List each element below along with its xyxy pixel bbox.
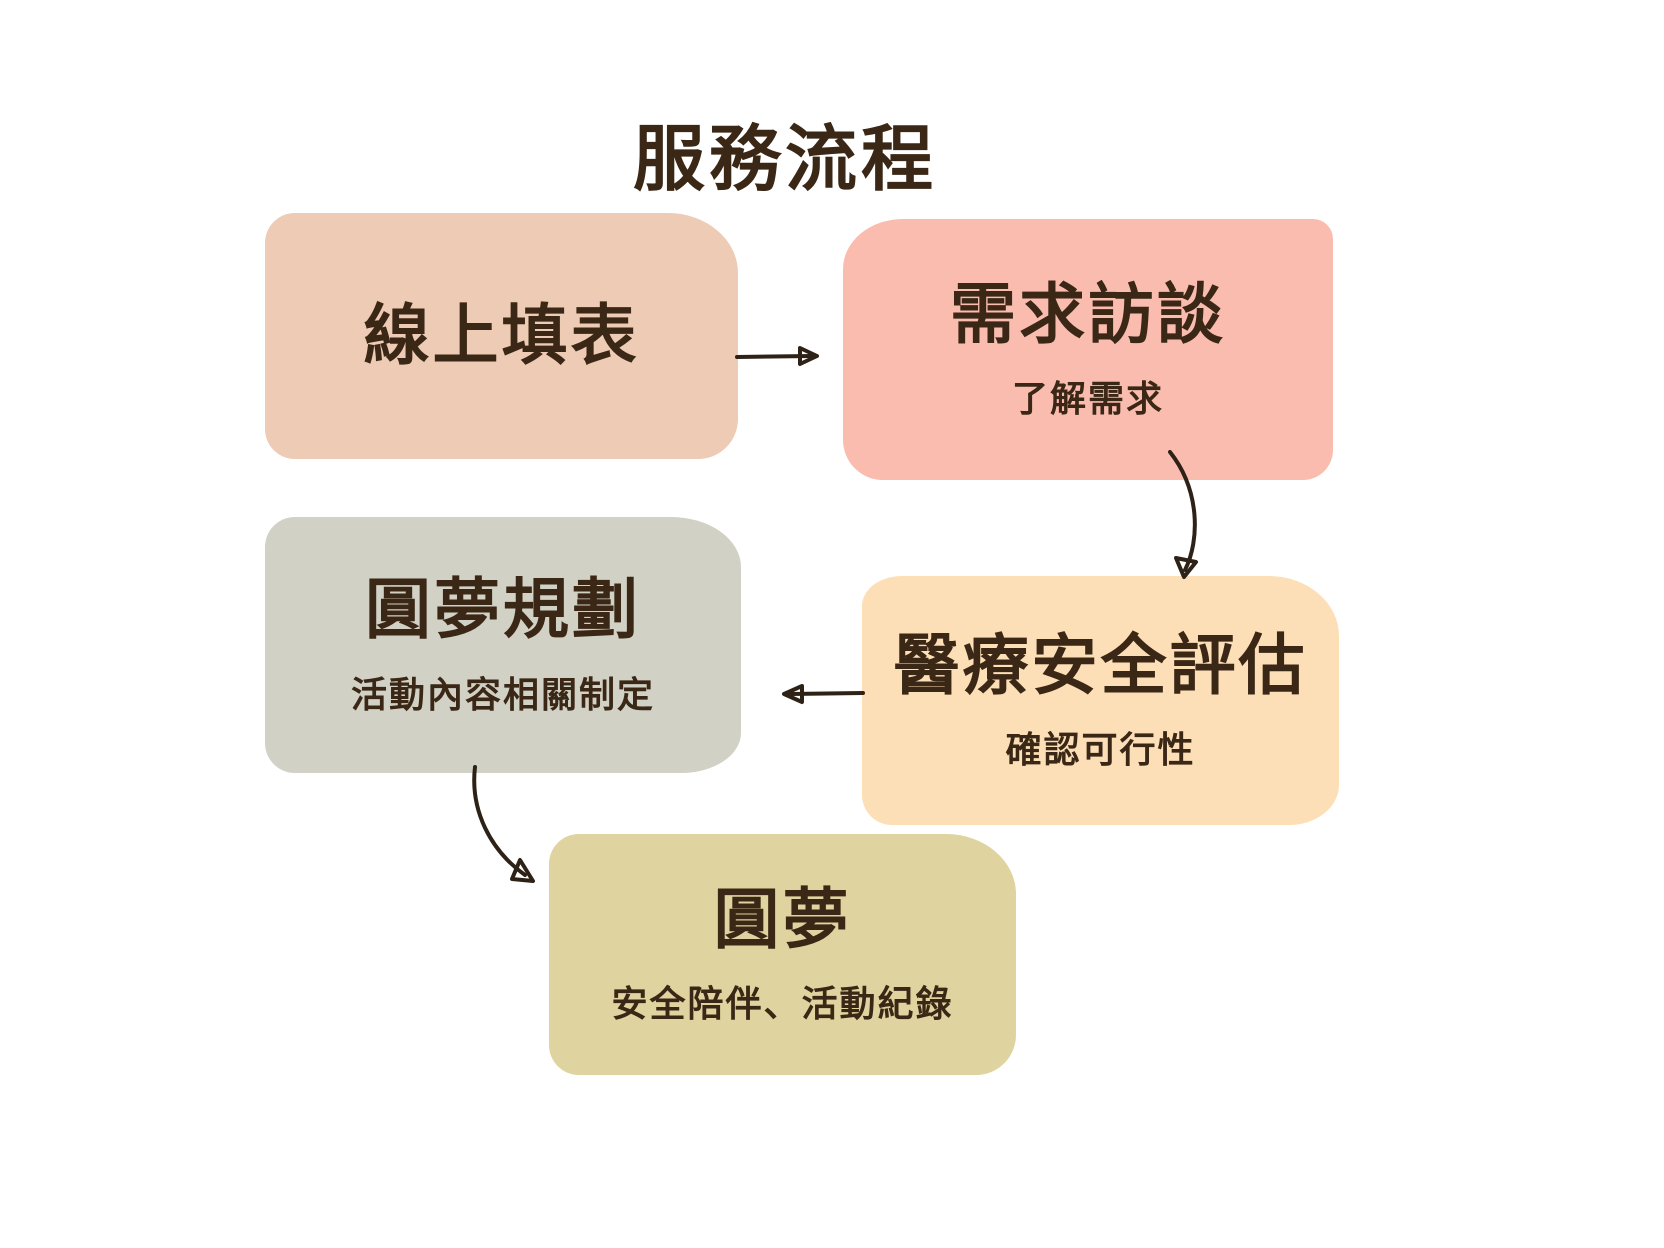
arrow-left-icon [782,684,865,704]
step-title: 需求訪談 [950,275,1226,353]
arrow-down-right-icon [472,765,535,883]
step-subtitle: 了解需求 [1011,379,1164,421]
arrow-right-icon [735,346,819,366]
step-subtitle: 確認可行性 [1005,730,1196,772]
step-title: 線上填表 [363,297,640,375]
step-needs-interview: 需求訪談 了解需求 [843,219,1333,480]
step-dream-fulfilment: 圓夢 安全陪伴、活動紀錄 [549,834,1016,1075]
step-title: 圓夢規劃 [365,571,641,649]
step-title: 圓夢 [713,880,852,958]
step-title: 醫療安全評估 [893,626,1308,704]
step-dream-planning: 圓夢規劃 活動內容相關制定 [265,517,741,773]
diagram-title: 服務流程 [632,117,937,201]
step-medical-safety-assessment: 醫療安全評估 確認可行性 [862,576,1339,825]
step-subtitle: 安全陪伴、活動紀錄 [611,984,954,1026]
step-subtitle: 活動內容相關制定 [350,674,655,716]
step-online-form: 線上填表 [265,213,738,459]
arrow-down-icon [1168,450,1198,579]
